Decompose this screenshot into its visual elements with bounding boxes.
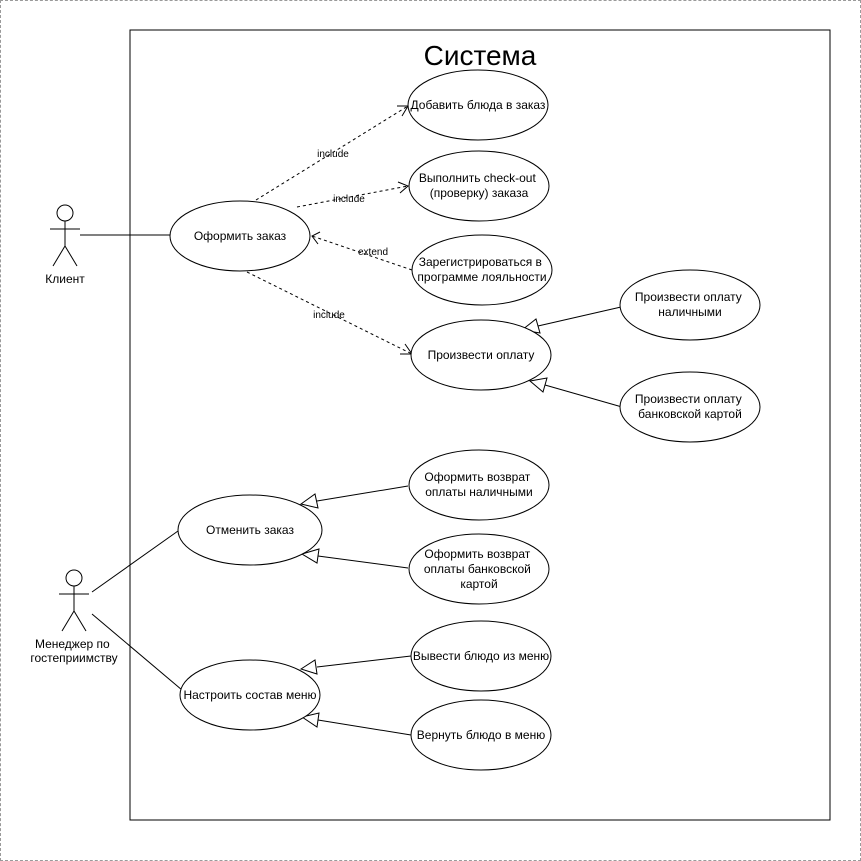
generalization-remove-dish — [299, 655, 412, 675]
usecase-refund-card[interactable]: Оформить возврат оплаты банковской карто… — [408, 533, 550, 605]
system-title: Система — [424, 40, 537, 71]
actor-client[interactable] — [50, 204, 80, 267]
extend-loyalty-label: extend — [358, 247, 388, 258]
svg-text:Произвести оплату банков: Произвести оплату банковской картой — [635, 392, 745, 421]
actor-manager-label: Менеджер по гостеприимству — [30, 637, 117, 665]
generalization-pay-cash — [520, 306, 622, 334]
svg-text:Вернуть блюдо в меню: Вернуть блюдо в меню — [417, 728, 545, 742]
svg-text:Произвести оплату: Произвести оплату — [428, 348, 535, 362]
generalization-pay-card — [528, 377, 623, 408]
include-add-label: include — [317, 149, 349, 160]
usecase-pay-card[interactable]: Произвести оплату банковской картой — [619, 371, 761, 443]
extend-loyalty-arrow — [311, 231, 413, 271]
usecase-configure-menu[interactable]: Настроить состав меню — [179, 659, 321, 731]
generalization-refund-cash — [299, 485, 409, 509]
svg-text:Произвести оплату наличн: Произвести оплату наличными — [635, 290, 745, 319]
svg-text:Добавить блюда в заказ: Добавить блюда в заказ — [411, 98, 546, 112]
include-checkout-arrow — [296, 181, 409, 208]
usecase-return-dish[interactable]: Вернуть блюдо в меню — [410, 699, 552, 771]
svg-text:Вывести блюдо из меню: Вывести блюдо из меню — [413, 649, 549, 663]
svg-text:Оформить возврат оплаты: Оформить возврат оплаты банковской карто… — [424, 547, 534, 591]
usecase-refund-cash[interactable]: Оформить возврат оплаты наличными — [408, 449, 550, 521]
svg-text:Настроить состав меню: Настроить состав меню — [183, 688, 316, 702]
usecase-cancel-order[interactable]: Отменить заказ — [177, 494, 323, 566]
include-pay-label: include — [313, 310, 345, 321]
usecase-pay[interactable]: Произвести оплату — [410, 319, 552, 391]
generalization-return-dish — [300, 712, 412, 736]
usecase-loyalty[interactable]: Зарегистрироваться в программе лояльност… — [411, 234, 553, 306]
svg-text:Отменить заказ: Отменить заказ — [206, 523, 294, 537]
svg-text:Зарегистрироваться в про: Зарегистрироваться в программе лояльност… — [417, 255, 546, 284]
assoc-manager-cancel — [91, 530, 179, 593]
include-checkout-label: include — [333, 194, 365, 205]
actor-manager-head — [65, 569, 83, 587]
actor-manager[interactable] — [59, 569, 89, 632]
usecase-place-order[interactable]: Оформить заказ — [169, 200, 311, 272]
svg-text:Выполнить check-out (про: Выполнить check-out (проверку) заказа — [419, 171, 539, 200]
usecase-checkout[interactable]: Выполнить check-out (проверку) заказа — [408, 150, 550, 222]
actor-client-head — [56, 204, 74, 222]
generalization-refund-card — [300, 548, 409, 569]
system-boundary — [129, 29, 831, 821]
actor-client-label: Клиент — [45, 272, 85, 286]
svg-text:Оформить возврат оплаты: Оформить возврат оплаты наличными — [424, 470, 533, 499]
assoc-manager-menu — [91, 613, 183, 691]
svg-text:Оформить заказ: Оформить заказ — [194, 229, 287, 243]
usecase-remove-dish[interactable]: Вывести блюдо из меню — [410, 620, 552, 692]
usecase-add-dishes[interactable]: Добавить блюда в заказ — [407, 69, 549, 141]
usecase-pay-cash[interactable]: Произвести оплату наличными — [619, 269, 761, 341]
